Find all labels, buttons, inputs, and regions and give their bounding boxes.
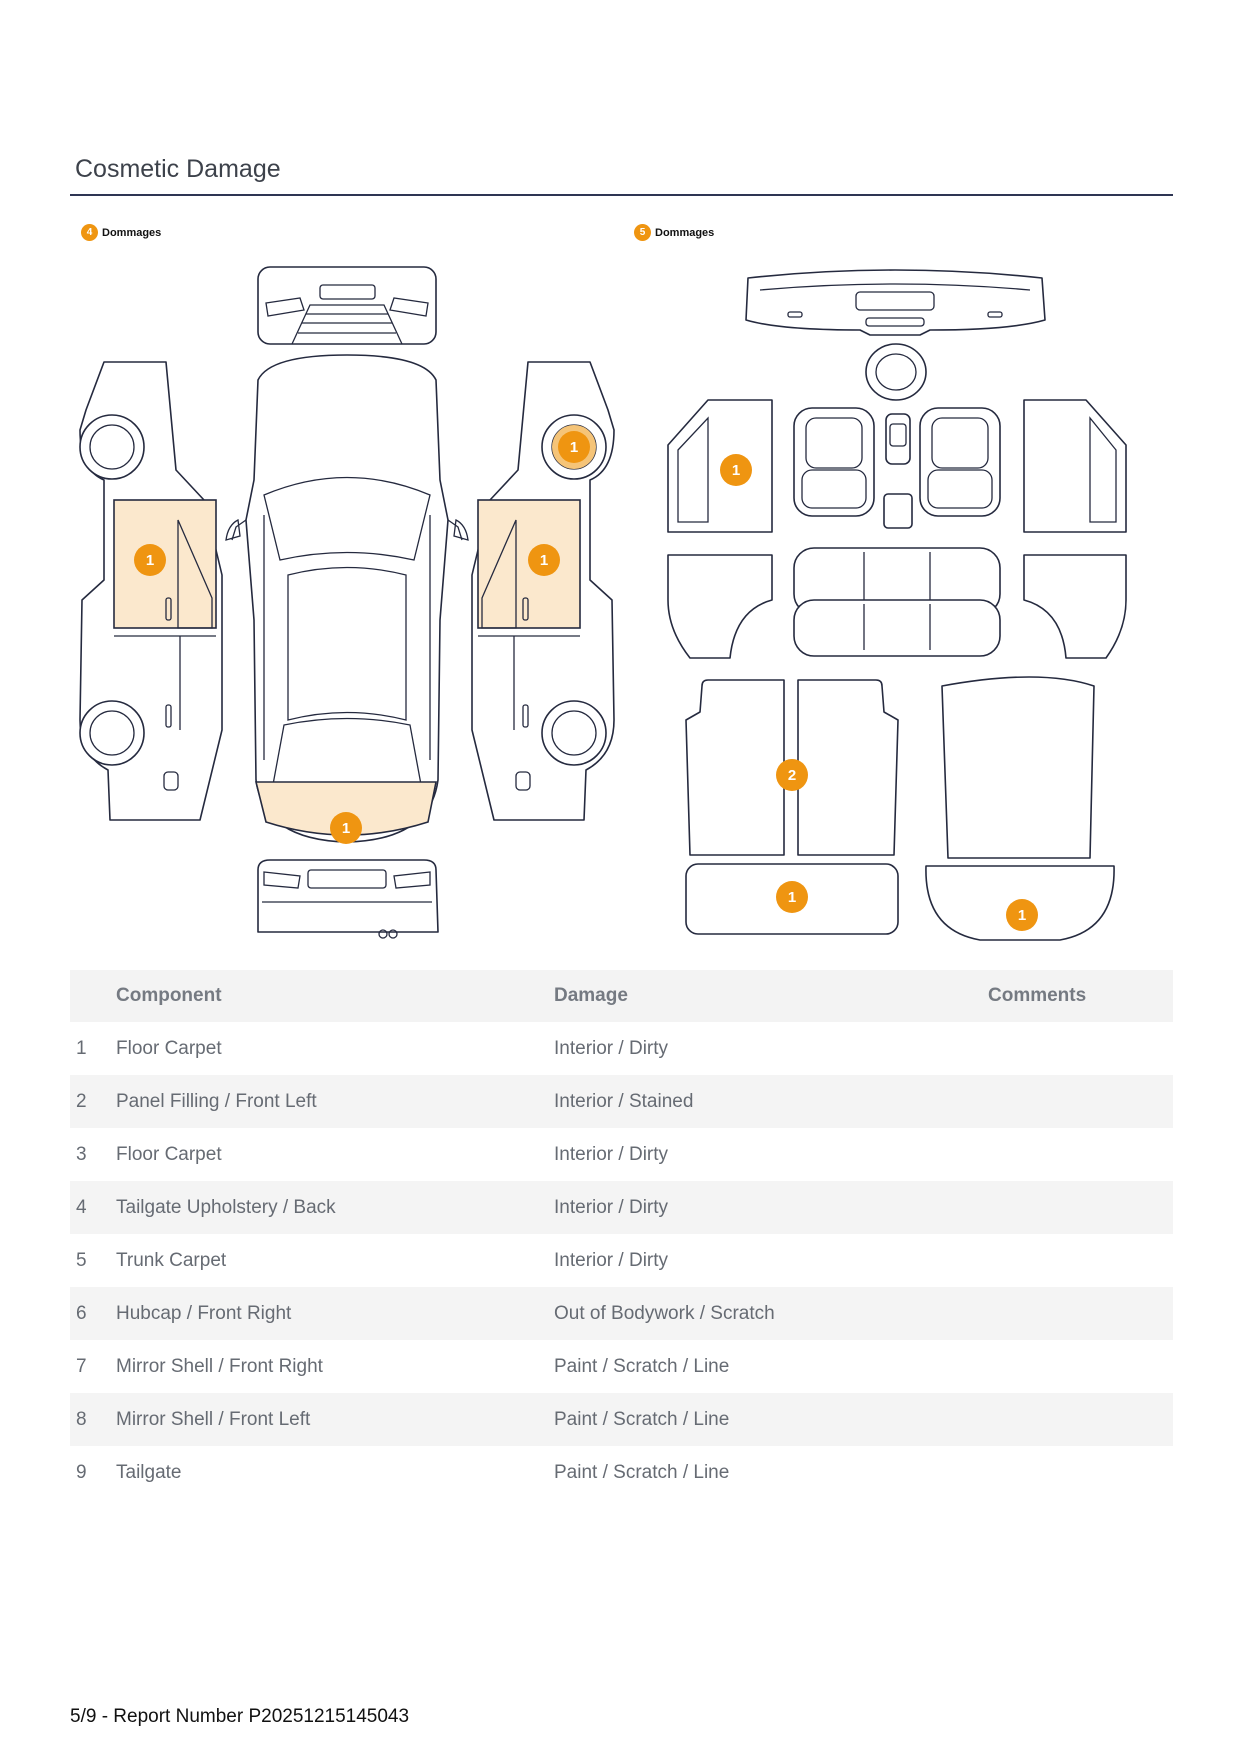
row-number: 3	[76, 1143, 87, 1165]
row-damage: Interior / Stained	[554, 1075, 988, 1128]
exterior-damage-legend: 4 Dommages	[81, 224, 161, 241]
interior-damage-count: 5	[634, 224, 651, 241]
page-footer: 5/9 - Report Number P20251215145043	[70, 1706, 410, 1727]
svg-text:1: 1	[788, 889, 796, 906]
marker-rear-floor-mats: 2	[776, 759, 808, 791]
left-side-illustration	[79, 361, 241, 821]
row-comments	[988, 1022, 1173, 1075]
row-number: 8	[70, 1393, 116, 1446]
rear-right-panel	[1023, 554, 1127, 659]
row-component: Floor Carpet	[116, 1143, 222, 1165]
row-component: Mirror Shell / Front Right	[116, 1355, 323, 1377]
row-component: Panel Filling / Front Left	[116, 1075, 554, 1128]
front-right-panel	[1023, 399, 1127, 533]
interior-damage-legend: 5 Dommages	[634, 224, 714, 241]
rear-left-floor-mat	[685, 679, 785, 856]
svg-text:1: 1	[146, 552, 154, 569]
interior-diagram: 1 2 1 1	[667, 269, 1127, 941]
row-component: Trunk Carpet	[116, 1249, 227, 1271]
row-number: 6	[70, 1287, 116, 1340]
table-row: 6 Hubcap / Front Right Out of Bodywork /…	[70, 1287, 1173, 1340]
dashboard-illustration	[745, 269, 1046, 336]
header-damage: Damage	[554, 970, 988, 1022]
table-row: 5 Trunk Carpet Interior / Dirty	[70, 1234, 1173, 1287]
row-comments	[988, 1393, 1173, 1446]
svg-text:1: 1	[570, 439, 578, 456]
interior-damage-label: Dommages	[655, 226, 715, 239]
vehicle-damage-diagrams: 1 1 1 1	[79, 266, 1127, 941]
title-divider	[70, 194, 1173, 196]
row-damage: Paint / Scratch / Line	[554, 1355, 730, 1377]
row-comments	[988, 1181, 1173, 1234]
section-title: Cosmetic Damage	[75, 155, 281, 183]
marker-rear-mat: 1	[776, 881, 808, 913]
marker-front-left-door: 1	[134, 544, 166, 576]
header-component: Component	[116, 970, 554, 1022]
rear-right-floor-mat	[797, 679, 899, 856]
marker-trunk: 1	[1006, 899, 1038, 931]
svg-text:1: 1	[732, 462, 740, 479]
row-number: 5	[76, 1249, 87, 1271]
damage-table: Component Damage Comments 1 Floor Carpet…	[70, 970, 1173, 1499]
row-component: Mirror Shell / Front Left	[116, 1393, 554, 1446]
right-side-illustration	[453, 361, 615, 821]
exterior-damage-label: Dommages	[102, 226, 162, 239]
rear-view-illustration	[257, 859, 439, 939]
top-view-illustration	[231, 354, 463, 843]
row-damage: Paint / Scratch / Line	[554, 1393, 988, 1446]
row-comments	[988, 1075, 1173, 1128]
svg-text:1: 1	[342, 820, 350, 837]
row-damage: Interior / Dirty	[554, 1181, 988, 1234]
row-component: Tailgate Upholstery / Back	[116, 1181, 554, 1234]
row-component: Floor Carpet	[116, 1037, 222, 1059]
row-damage: Paint / Scratch / Line	[554, 1461, 730, 1483]
row-comments	[988, 1340, 1173, 1393]
marker-front-right-door: 1	[528, 544, 560, 576]
row-comments	[988, 1287, 1173, 1340]
marker-hubcap-front-right: 1	[552, 425, 596, 469]
row-comments	[988, 1128, 1173, 1181]
row-number: 9	[76, 1461, 87, 1483]
rear-bench-illustration	[793, 547, 1001, 657]
table-row: 9 Tailgate Paint / Scratch / Line	[70, 1446, 1173, 1499]
table-row: 4 Tailgate Upholstery / Back Interior / …	[70, 1181, 1173, 1234]
header-number	[70, 970, 116, 1022]
svg-text:1: 1	[540, 552, 548, 569]
row-damage: Out of Bodywork / Scratch	[554, 1287, 988, 1340]
rear-left-panel	[667, 554, 773, 659]
row-number: 7	[76, 1355, 87, 1377]
damage-table-header: Component Damage Comments	[70, 970, 1173, 1022]
table-row: 2 Panel Filling / Front Left Interior / …	[70, 1075, 1173, 1128]
marker-rear-bumper: 1	[330, 812, 362, 844]
row-damage: Interior / Dirty	[554, 1037, 669, 1059]
svg-text:2: 2	[788, 767, 796, 784]
row-number: 2	[70, 1075, 116, 1128]
table-row: 7 Mirror Shell / Front Right Paint / Scr…	[70, 1340, 1173, 1393]
marker-front-left-panel: 1	[720, 454, 752, 486]
row-number: 4	[70, 1181, 116, 1234]
row-comments	[988, 1234, 1173, 1287]
row-comments	[988, 1446, 1173, 1499]
svg-text:1: 1	[1018, 907, 1026, 924]
header-comments: Comments	[988, 970, 1173, 1022]
front-left-panel	[667, 399, 773, 533]
row-number: 1	[76, 1037, 87, 1059]
exterior-damage-count: 4	[81, 224, 98, 241]
trunk-floor	[941, 676, 1095, 859]
exterior-diagram: 1 1 1 1	[79, 266, 615, 939]
front-view-illustration	[257, 266, 437, 345]
front-seats-illustration	[793, 407, 1001, 529]
row-component: Hubcap / Front Right	[116, 1287, 554, 1340]
table-row: 1 Floor Carpet Interior / Dirty	[70, 1022, 1173, 1075]
row-component: Tailgate	[116, 1461, 182, 1483]
steering-wheel-illustration	[865, 343, 927, 401]
row-damage: Interior / Dirty	[554, 1249, 669, 1271]
table-row: 8 Mirror Shell / Front Left Paint / Scra…	[70, 1393, 1173, 1446]
row-damage: Interior / Dirty	[554, 1143, 669, 1165]
table-row: 3 Floor Carpet Interior / Dirty	[70, 1128, 1173, 1181]
